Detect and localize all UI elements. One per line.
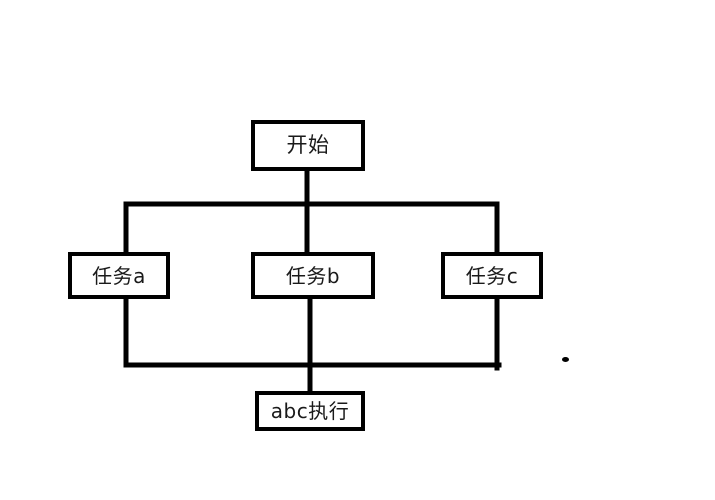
node-task-a[interactable]: 任务a	[68, 252, 170, 299]
node-task-b-label: 任务b	[285, 263, 341, 288]
node-start[interactable]: 开始	[251, 120, 365, 171]
node-task-c[interactable]: 任务c	[441, 252, 543, 299]
stray-ink-dot	[562, 357, 569, 362]
node-task-c-label: 任务c	[465, 263, 519, 288]
node-abc-exec[interactable]: abc执行	[255, 391, 365, 431]
node-abc-exec-label: abc执行	[270, 399, 350, 423]
node-task-b[interactable]: 任务b	[251, 252, 375, 299]
node-start-label: 开始	[286, 133, 330, 157]
node-task-a-label: 任务a	[92, 263, 146, 288]
